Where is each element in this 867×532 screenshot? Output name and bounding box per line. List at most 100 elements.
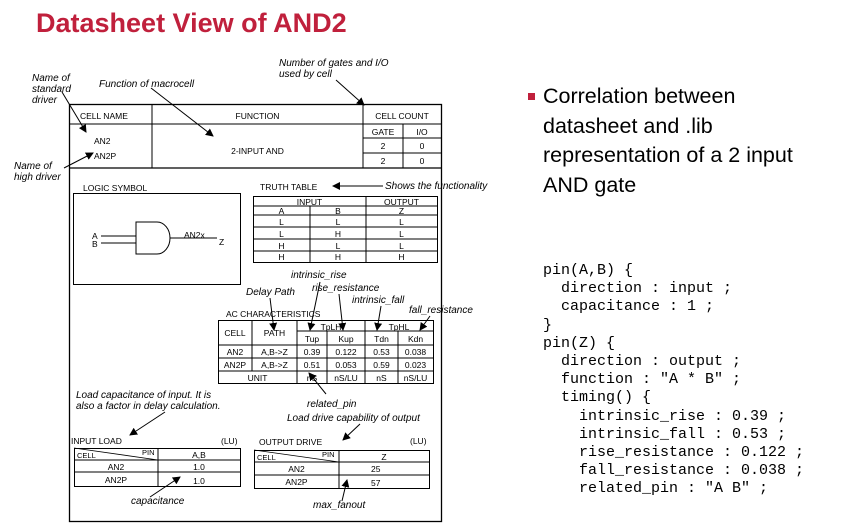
io-count-an2p: 0 [419, 156, 425, 166]
ac-header-tphl: TpHL [388, 322, 410, 332]
ac-row-value: 0.51 [303, 360, 321, 370]
annotation-rise-resistance: rise_resistance [312, 283, 380, 294]
code-line: pin(A,B) { [543, 262, 634, 279]
bullet-text: Correlation between datasheet and .lib r… [543, 84, 793, 197]
truth-table-cell: Z [398, 206, 405, 216]
annotation-capacitance: capacitance [131, 496, 185, 507]
code-line: pin(Z) { [543, 334, 616, 352]
code-line: } [543, 316, 553, 334]
bullet-square-icon [528, 93, 535, 100]
truth-table-cell: H [278, 241, 285, 251]
ac-subheader: Kdn [407, 334, 424, 344]
input-load-row-cell: AN2P [104, 475, 128, 485]
ac-row-value: 0.023 [404, 360, 427, 370]
ac-unit: nS [376, 373, 387, 383]
header-cell-count: CELL COUNT [375, 111, 429, 121]
function-value: 2-INPUT AND [231, 146, 284, 156]
truth-table-input-header: INPUT [296, 197, 323, 207]
truth-table-cell: L [399, 217, 404, 227]
ac-subheader: Tup [304, 334, 320, 344]
io-count-an2: 0 [419, 141, 425, 151]
input-load-pin-header: PIN [142, 448, 155, 457]
truth-table-cell: B [335, 206, 341, 216]
annotation-intrinsic-fall: intrinsic_fall [352, 295, 405, 306]
ac-unit: nS/LU [334, 373, 358, 383]
output-drive-row-value: 25 [371, 464, 381, 474]
input-load-row-value: 1.0 [193, 476, 205, 486]
annotation-function-of-macrocell: Function of macrocell [99, 79, 195, 90]
output-drive-row-cell: AN2 [288, 464, 305, 474]
ac-unit-label: UNIT [247, 373, 268, 383]
ac-header-path: PATH [263, 328, 286, 338]
ac-row-value: 0.122 [335, 347, 357, 357]
code-line: related_pin : "A B" ; [543, 480, 769, 498]
truth-table-cell: L [279, 217, 284, 227]
truth-table-cell: L [399, 241, 404, 251]
ac-row-value: 0.53 [373, 347, 390, 357]
cell-name-an2: AN2 [94, 136, 111, 146]
logic-cell-label: AN2x [184, 230, 205, 240]
truth-table-cell: L [399, 229, 404, 239]
header-gate: GATE [371, 127, 395, 137]
ac-row-value: 0.038 [404, 347, 427, 357]
annotation-delay-path: Delay Path [246, 287, 295, 298]
logic-symbol-title: LOGIC SYMBOL [83, 183, 148, 193]
truth-table-cell: H [398, 252, 405, 262]
output-drive-pin-header: PIN [322, 450, 335, 459]
ac-header-tplh: TpLH [320, 322, 342, 332]
annotation-functionality: Shows the functionality [385, 181, 488, 192]
ac-unit: nS/LU [403, 373, 428, 383]
ac-unit: nS [306, 373, 318, 383]
header-cell-name: CELL NAME [80, 111, 128, 121]
truth-table-cell: L [335, 217, 341, 227]
header-io: I/O [416, 127, 428, 137]
code-line: capacitance : 1 ; [543, 298, 715, 316]
input-load-row-value: 1.0 [193, 462, 205, 472]
truth-table-title: TRUTH TABLE [260, 182, 318, 192]
truth-table-output-header: OUTPUT [384, 197, 419, 207]
code-line: direction : input ; [543, 280, 733, 298]
input-load-title: INPUT LOAD [71, 436, 122, 446]
lib-code-block: pin(A,B) { direction : input ; capacitan… [543, 262, 804, 498]
logic-input-b: B [92, 239, 98, 249]
output-drive-cell-header: CELL [257, 453, 276, 462]
gate-count-an2p: 2 [380, 156, 386, 166]
cell-name-an2p: AN2P [94, 151, 117, 161]
annotation-related-pin: related_pin [307, 399, 357, 410]
ac-row-path: A,B->Z [261, 360, 288, 370]
input-load-cell-header: CELL [77, 451, 96, 460]
code-line: intrinsic_fall : 0.53 ; [543, 425, 787, 443]
header-function: FUNCTION [235, 111, 280, 121]
input-load-row-cell: AN2 [107, 462, 125, 472]
output-drive-unit: (LU) [410, 436, 427, 446]
output-drive-row-value: 57 [371, 478, 381, 488]
annotation-max-fanout: max_fanout [313, 500, 366, 511]
truth-table-cell: L [335, 241, 341, 251]
code-line: rise_resistance : 0.122 ; [543, 443, 805, 461]
output-drive-title: OUTPUT DRIVE [259, 437, 323, 447]
gate-count-an2: 2 [380, 141, 386, 151]
page-title: Datasheet View of AND2 [36, 8, 347, 38]
code-line: intrinsic_rise : 0.39 ; [543, 407, 787, 425]
ac-row-value: 0.39 [303, 347, 321, 357]
code-line: function : "A * B" ; [543, 371, 742, 389]
output-drive-row-cell: AN2P [285, 477, 308, 487]
ac-subheader: Tdn [374, 334, 389, 344]
ac-row-cell: AN2 [226, 347, 244, 357]
truth-table-cell: H [334, 252, 342, 262]
ac-subheader: Kup [338, 334, 354, 344]
annotation-fall-resistance: fall_resistance [409, 305, 473, 316]
code-line: fall_resistance : 0.038 ; [543, 462, 805, 480]
ac-row-cell: AN2P [223, 360, 247, 370]
input-load-col-header: A,B [192, 450, 206, 460]
code-line: direction : output ; [543, 352, 742, 370]
ac-row-value: 0.053 [335, 360, 357, 370]
logic-input-a: A [92, 231, 98, 241]
ac-header-cell: CELL [224, 328, 246, 338]
truth-table-cell: L [279, 229, 284, 239]
annotation-load-drive: Load drive capability of output [287, 413, 420, 424]
